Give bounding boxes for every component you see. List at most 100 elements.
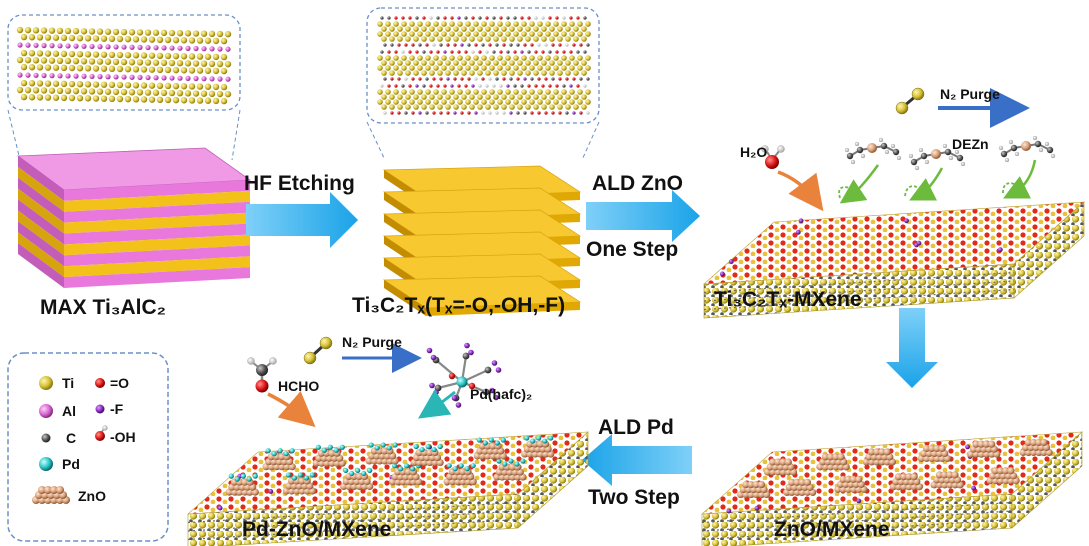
atom-sphere: [224, 30, 232, 38]
atom-sphere: [545, 31, 551, 37]
atom-sphere: [521, 89, 527, 95]
zno-sphere: [459, 468, 467, 476]
atom-sphere: [393, 65, 399, 71]
atom-sphere: [545, 65, 551, 71]
atom-sphere: [381, 70, 387, 76]
carbon-atom: [484, 366, 492, 374]
atom-sphere: [60, 64, 68, 72]
atom-sphere: [397, 70, 403, 76]
atom-sphere: [169, 45, 175, 51]
termination-atom: [422, 16, 426, 20]
atom-sphere: [433, 65, 439, 71]
dezn-molecule: [844, 137, 902, 165]
atom-sphere: [160, 89, 168, 97]
atom-sphere: [185, 75, 191, 81]
n2-molecule-icon: [895, 87, 925, 115]
atom-sphere: [381, 36, 387, 42]
atom-sphere: [397, 36, 403, 42]
atom-sphere: [557, 104, 563, 110]
zno-cluster: [521, 435, 555, 458]
atom-sphere: [192, 60, 200, 67]
atom-sphere: [148, 36, 156, 43]
atom-sphere: [585, 65, 591, 71]
atom-sphere: [473, 31, 479, 37]
atom-sphere: [521, 31, 527, 37]
termination-atom: [436, 84, 440, 88]
termination-atom: [401, 50, 405, 54]
atom-sphere: [425, 55, 431, 61]
pd-atom: [446, 463, 452, 469]
termination-atom: [565, 43, 569, 47]
atom-sphere: [92, 65, 100, 72]
atom-sphere: [225, 76, 231, 82]
atom-sphere: [413, 104, 419, 110]
atom-sphere: [216, 30, 224, 38]
atom-sphere: [485, 94, 491, 100]
termination-atom: [404, 43, 408, 47]
atom-sphere: [129, 44, 135, 50]
atom-legend: [7, 352, 169, 542]
termination-atom: [558, 77, 562, 81]
atom-sphere: [509, 26, 515, 32]
atom-sphere: [397, 104, 403, 110]
termination-atom: [471, 50, 475, 54]
atom-sphere: [144, 29, 152, 36]
atom-sphere: [100, 95, 108, 102]
atom-sphere: [140, 96, 148, 103]
fluorine-atom: [491, 360, 498, 366]
atom-sphere: [485, 104, 491, 110]
fluorine-atom: [754, 505, 760, 511]
atom-sphere: [196, 67, 204, 74]
atom-sphere: [569, 31, 575, 37]
termination-atom: [418, 43, 422, 47]
zno-sphere: [747, 480, 755, 489]
atom-sphere: [425, 65, 431, 71]
atom-sphere: [208, 30, 216, 38]
atom-sphere: [501, 60, 507, 66]
n2-molecule-icon-bottom: [303, 336, 333, 365]
atom-sphere: [224, 60, 232, 68]
block-side-band: [18, 243, 64, 288]
termination-atom: [502, 111, 506, 115]
atom-sphere: [136, 89, 144, 96]
termination-atom: [586, 77, 590, 81]
atom-sphere: [136, 59, 144, 66]
pd-atom: [380, 442, 386, 448]
block-front-band: [64, 190, 250, 212]
termination-atom: [387, 84, 391, 88]
hydrogen-atom: [878, 137, 884, 143]
atom-sphere: [156, 82, 164, 90]
max-phase-label: MAX Ti₃AlC₂: [40, 296, 166, 319]
atom-sphere: [108, 35, 116, 43]
carbon-atom: [856, 146, 864, 154]
pd-atom: [234, 476, 240, 482]
h2o-molecule-icon: [761, 145, 785, 169]
zno-cluster: [365, 442, 399, 465]
atom-sphere: [104, 28, 112, 35]
pd-atom: [482, 440, 488, 446]
atom-sphere: [161, 45, 167, 51]
atom-sphere: [113, 44, 119, 50]
hydrogen-atom: [896, 155, 902, 161]
atom-sphere: [553, 99, 559, 105]
atom-sphere: [465, 89, 471, 95]
carbon-row: [187, 501, 519, 524]
atom-sphere: [72, 57, 80, 65]
atom-sphere: [180, 67, 188, 74]
atom-sphere: [441, 55, 447, 61]
zno-sphere: [894, 473, 903, 481]
pd-atom: [283, 451, 289, 457]
atom-sphere: [113, 74, 119, 80]
atom-sphere: [36, 50, 44, 57]
termination-atom: [513, 84, 517, 88]
carbon-atom: [462, 352, 470, 360]
atom-sphere: [453, 94, 459, 100]
atom-sphere: [60, 50, 68, 58]
atom-sphere: [585, 55, 591, 61]
atom-sphere: [132, 82, 140, 89]
atom-sphere: [421, 36, 427, 42]
zno-sphere: [1029, 438, 1038, 447]
ald-zno-label: ALD ZnO: [592, 172, 683, 195]
termination-atom: [586, 111, 590, 115]
termination-atom: [401, 84, 405, 88]
